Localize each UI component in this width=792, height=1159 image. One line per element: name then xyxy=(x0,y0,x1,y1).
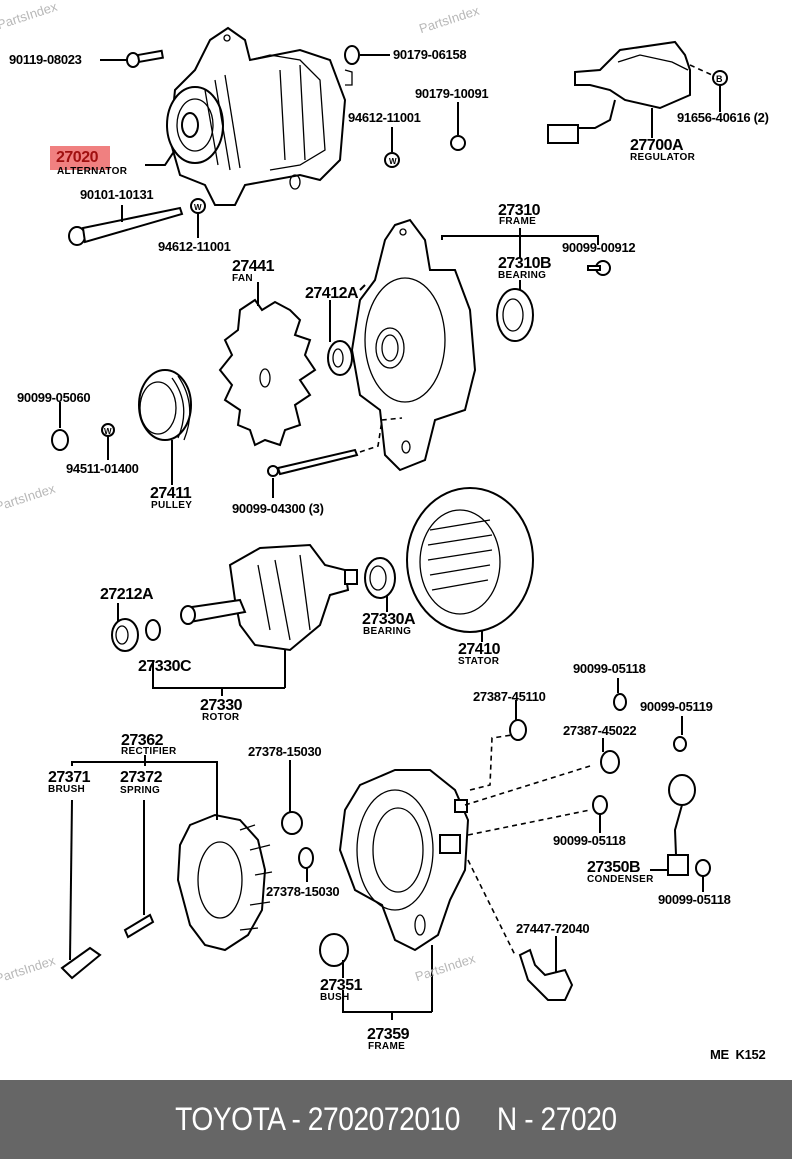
part-number[interactable]: 27362 xyxy=(121,732,164,749)
frame-27359-illustration xyxy=(338,769,470,1020)
part-number[interactable]: 27330C xyxy=(138,658,192,675)
part-number[interactable]: 27350B xyxy=(587,859,641,876)
bolt-90101-illustration xyxy=(68,205,184,246)
rectifier-illustration xyxy=(71,755,273,952)
part-number[interactable]: 27447-72040 xyxy=(516,921,590,936)
part-name: FAN xyxy=(232,273,253,284)
part-name: ROTOR xyxy=(202,712,240,723)
part-number[interactable]: 94511-01400 xyxy=(66,461,139,476)
part-number[interactable]: 27411 xyxy=(150,485,192,502)
part-name: PULLEY xyxy=(151,500,193,511)
part-number[interactable]: 27359 xyxy=(367,1026,410,1043)
part-name: FRAME xyxy=(368,1041,406,1052)
part-number[interactable]: 90099-05060 xyxy=(17,390,91,405)
part-name: STATOR xyxy=(458,656,500,667)
rotor-illustration xyxy=(152,543,358,696)
diagram-drawing: W W B xyxy=(51,26,728,1020)
svg-text:W: W xyxy=(194,203,202,212)
regulator-illustration: B xyxy=(547,40,728,144)
part-name: ALTERNATOR xyxy=(57,166,128,177)
alternator-illustration xyxy=(166,26,353,206)
part-number[interactable]: 90099-05118 xyxy=(553,833,626,848)
part-number[interactable]: 90099-05119 xyxy=(640,699,713,714)
part-number[interactable]: 90099-00912 xyxy=(562,240,636,255)
frame-27310-illustration xyxy=(350,218,611,472)
part-number[interactable]: 90099-05118 xyxy=(658,892,731,907)
part-name: SPRING xyxy=(120,785,161,796)
part-number[interactable]: 27700A xyxy=(630,137,684,154)
part-number[interactable]: 27310B xyxy=(498,255,552,272)
part-number[interactable]: 27371 xyxy=(48,769,91,786)
part-number[interactable]: 27310 xyxy=(498,202,541,219)
part-name: RECTIFIER xyxy=(121,746,177,757)
stator-illustration xyxy=(406,487,534,642)
part-number[interactable]: 27330A xyxy=(362,611,416,628)
parts-diagram: W W B xyxy=(0,0,769,1062)
fan-illustration xyxy=(218,282,317,447)
part-number[interactable]: 91656-40616 (2) xyxy=(677,110,769,125)
highlight-box xyxy=(50,146,110,170)
part-number[interactable]: 27378-15030 xyxy=(248,744,322,759)
part-name: BUSH xyxy=(320,992,350,1003)
part-number[interactable]: 90119-08023 xyxy=(9,52,82,67)
part-number[interactable]: 27387-45022 xyxy=(563,723,637,738)
part-number[interactable]: 90179-10091 xyxy=(415,86,489,101)
condenser-illustration xyxy=(650,774,711,892)
part-number-highlighted[interactable]: 27020 xyxy=(56,149,99,166)
part-number[interactable]: 27387-45110 xyxy=(473,689,546,704)
part-name: BEARING xyxy=(363,626,412,637)
part-name: FRAME xyxy=(499,216,537,227)
svg-text:B: B xyxy=(716,74,723,84)
part-number[interactable]: 27441 xyxy=(232,258,275,275)
part-name: BEARING xyxy=(498,270,547,281)
part-number[interactable]: 27330 xyxy=(200,697,243,714)
footer-bar: TOYOTA - 2702072010 N - 27020 xyxy=(0,1080,792,1159)
diagram-code: ME K152 xyxy=(710,1047,766,1062)
footer-part-info: TOYOTA - 2702072010 N - 27020 xyxy=(175,1101,617,1137)
part-number[interactable]: 90101-10131 xyxy=(80,187,154,202)
part-number[interactable]: 90099-04300 (3) xyxy=(232,501,324,516)
bolt-90119-illustration xyxy=(100,49,165,68)
svg-text:W: W xyxy=(389,157,397,166)
part-number[interactable]: 94612-11001 xyxy=(348,110,421,125)
part-number[interactable]: 94612-11001 xyxy=(158,239,231,254)
part-number[interactable]: 27372 xyxy=(120,769,163,786)
part-number[interactable]: 27412A xyxy=(305,285,359,302)
part-number[interactable]: 27212A xyxy=(100,586,154,603)
part-name: REGULATOR xyxy=(630,152,696,163)
part-number[interactable]: 27410 xyxy=(458,641,501,658)
part-name: CONDENSER xyxy=(587,874,654,885)
part-number[interactable]: 27378-15030 xyxy=(266,884,340,899)
nut-90179-06158-illustration xyxy=(344,45,390,65)
part-number[interactable]: 27351 xyxy=(320,977,363,994)
part-name: BRUSH xyxy=(48,784,86,795)
part-number[interactable]: 90099-05118 xyxy=(573,661,646,676)
svg-text:W: W xyxy=(104,427,112,436)
pulley-illustration xyxy=(138,369,192,485)
part-number[interactable]: 90179-06158 xyxy=(393,47,467,62)
